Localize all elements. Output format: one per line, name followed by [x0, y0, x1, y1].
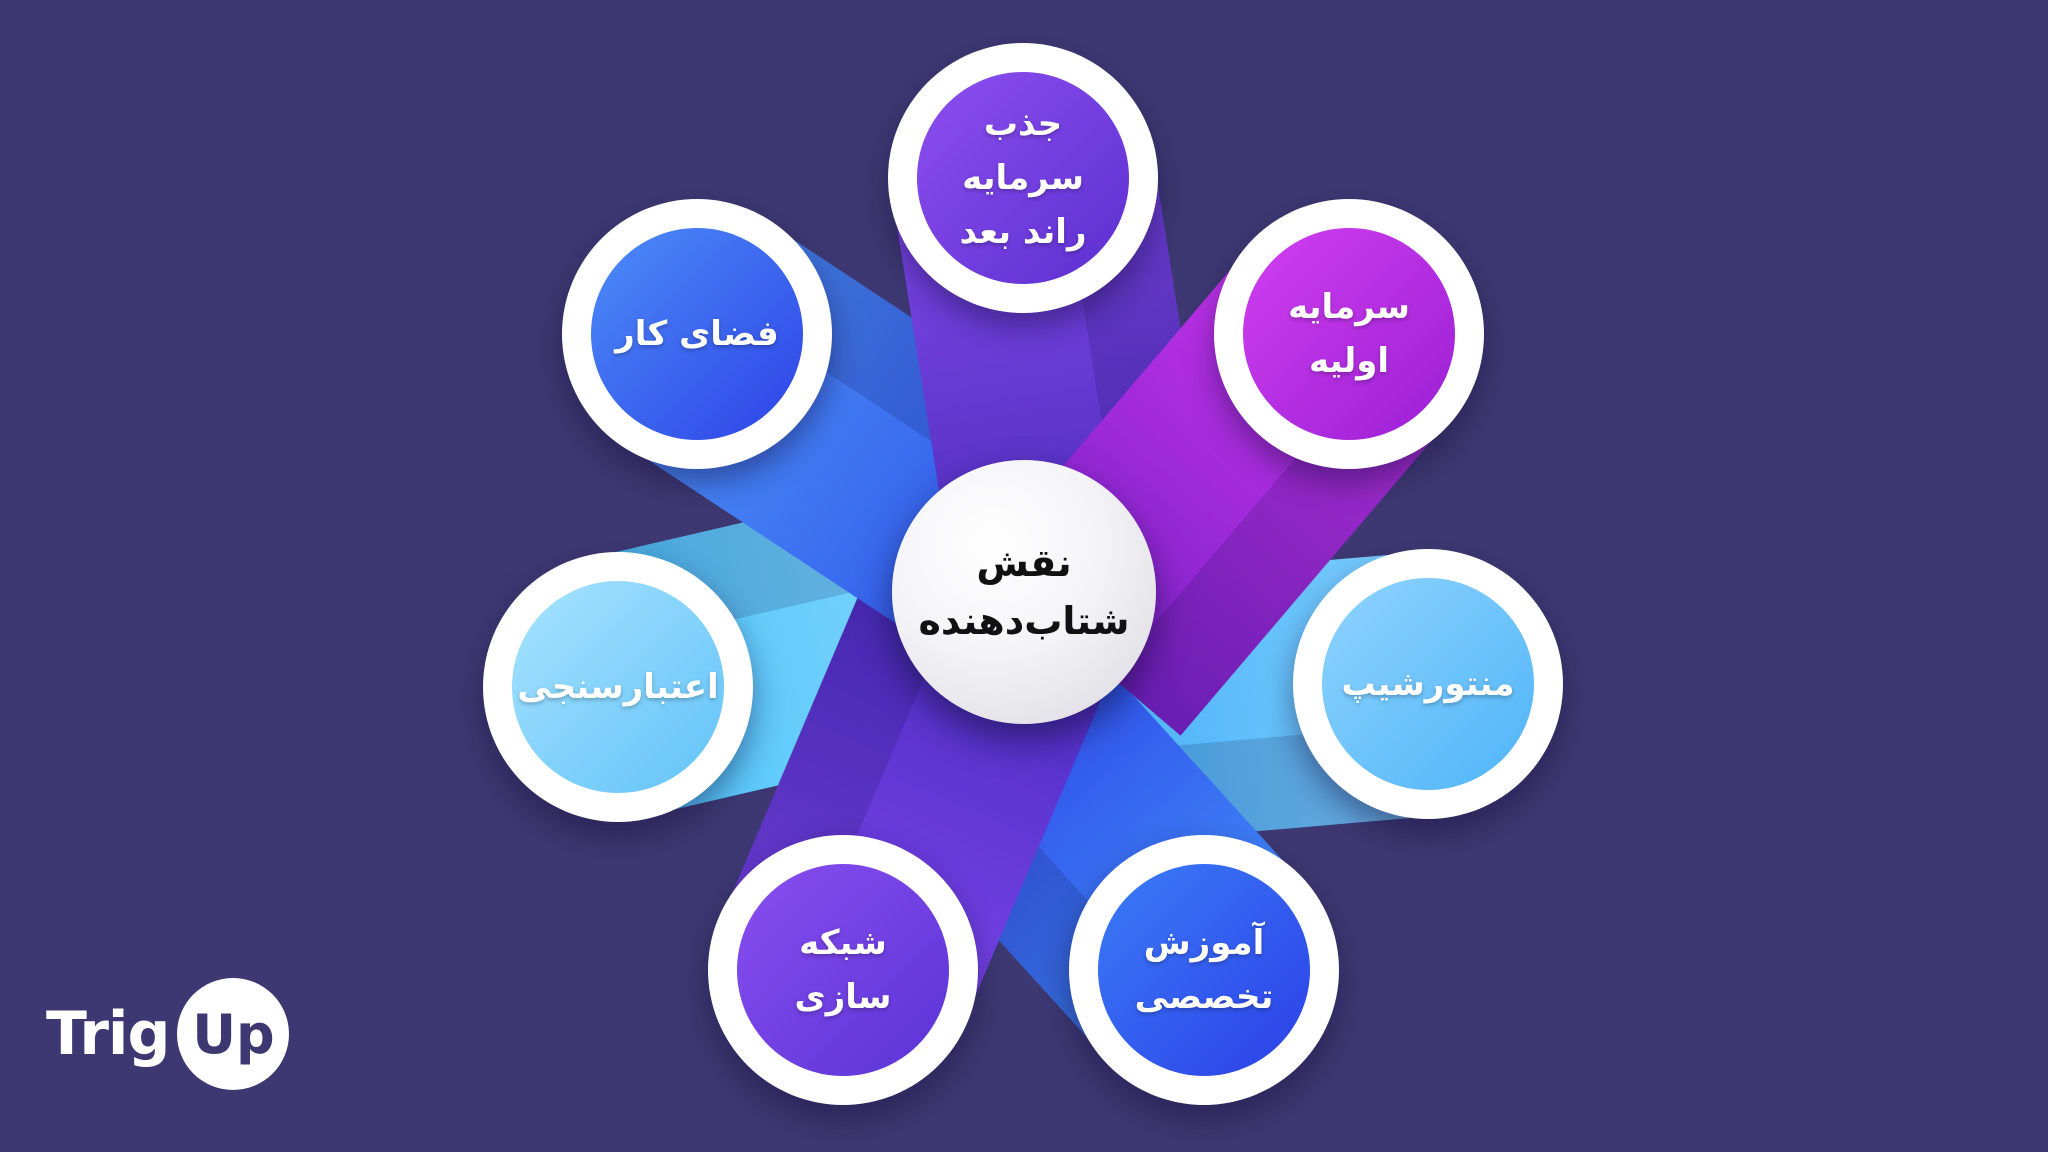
node-disc: اعتبارسنجی [512, 581, 724, 793]
hub-circle: نقش شتاب‌دهنده [892, 460, 1156, 724]
node-disc: شبکه سازی [737, 864, 949, 1076]
node-next-round-funding: جذب سرمایه راند بعد [888, 43, 1158, 313]
node-disc: جذب سرمایه راند بعد [917, 72, 1129, 284]
node-mentorship: منتورشیپ [1293, 549, 1563, 819]
node-label-mentorship: منتورشیپ [1341, 664, 1515, 704]
node-label-next-round-funding: جذب سرمایه راند بعد [959, 104, 1087, 252]
node-label-workspace: فضای کار [615, 314, 779, 354]
node-label-validation: اعتبارسنجی [517, 667, 719, 707]
node-disc: سرمایه اولیه [1243, 228, 1455, 440]
logo-up-badge: Up [177, 978, 290, 1090]
node-networking: شبکه سازی [708, 835, 978, 1105]
node-disc: منتورشیپ [1322, 578, 1534, 790]
logo-up-text: Up [192, 1002, 275, 1066]
node-specialized-training: آموزش تخصصی [1069, 835, 1339, 1105]
hub-label: نقش شتاب‌دهنده [918, 541, 1130, 643]
node-workspace: فضای کار [562, 199, 832, 469]
logo-trig-text: Trig [46, 999, 170, 1069]
node-validation: اعتبارسنجی [483, 552, 753, 822]
node-label-seed-funding: سرمایه اولیه [1288, 287, 1410, 381]
node-label-specialized-training: آموزش تخصصی [1134, 923, 1274, 1017]
node-seed-funding: سرمایه اولیه [1214, 199, 1484, 469]
node-disc: فضای کار [591, 228, 803, 440]
trigup-logo: Trig Up [46, 978, 290, 1090]
node-label-networking: شبکه سازی [794, 923, 892, 1017]
node-disc: آموزش تخصصی [1098, 864, 1310, 1076]
